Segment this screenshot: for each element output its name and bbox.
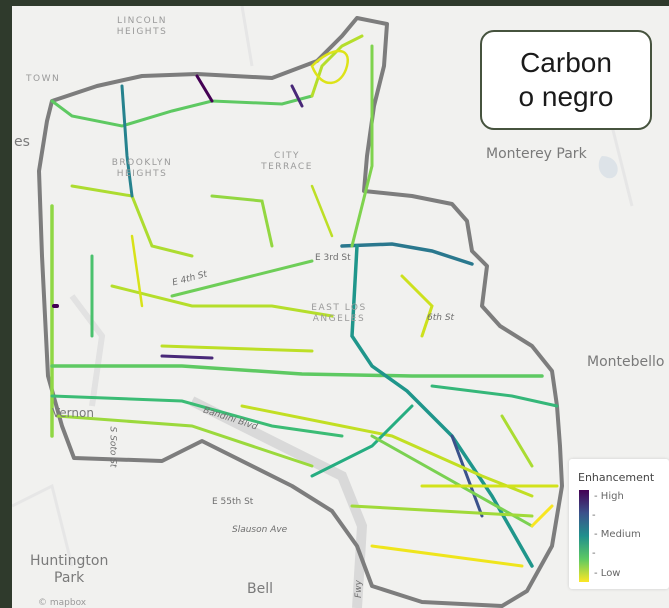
place-city-terrace: CITY TERRACE: [261, 151, 313, 172]
map-title: Carbon o negro: [518, 47, 614, 112]
place-lincoln-heights: LINCOLN HEIGHTS: [116, 16, 168, 37]
legend-tick: -: [592, 548, 596, 559]
title-box: Carbon o negro: [480, 30, 652, 130]
map-credit[interactable]: © mapbox: [38, 598, 87, 608]
place-bell: Bell: [247, 581, 273, 597]
place-brooklyn-heights: BROOKLYN HEIGHTS: [111, 158, 173, 179]
legend-color-bar: [579, 490, 589, 582]
place-vernon: Vernon: [52, 406, 94, 420]
legend-label-medium: - Medium: [594, 529, 641, 540]
legend-label-low: - Low: [594, 568, 621, 579]
place-montebello: Montebello: [587, 354, 665, 370]
legend-tick: -: [592, 510, 596, 521]
legend-label-high: - High: [594, 491, 624, 502]
legend-title: Enhancement: [578, 471, 655, 484]
map-frame: LINCOLN HEIGHTS TOWN es BROOKLYN HEIGHTS…: [12, 6, 669, 608]
place-es: es: [14, 134, 30, 150]
place-huntington-park: Huntington Park: [30, 553, 109, 586]
street-label-6th: 6th St: [427, 313, 455, 323]
street-segments: [50, 34, 559, 568]
street-label-fwy: Fwy: [353, 580, 364, 598]
street-label-slauson: Slauson Ave: [232, 525, 288, 535]
street-label-soto: S Soto St: [107, 426, 118, 468]
legend: Enhancement - High - - Medium - - Low: [569, 459, 669, 589]
street-label-e-55th: E 55th St: [212, 497, 254, 507]
place-east-los-angeles: EAST LOS ANGELES: [311, 303, 367, 324]
place-town: TOWN: [26, 74, 61, 84]
place-monterey-park: Monterey Park: [486, 146, 587, 162]
street-label-e-3rd: E 3rd St: [315, 253, 351, 263]
study-area-boundary: [37, 16, 564, 608]
